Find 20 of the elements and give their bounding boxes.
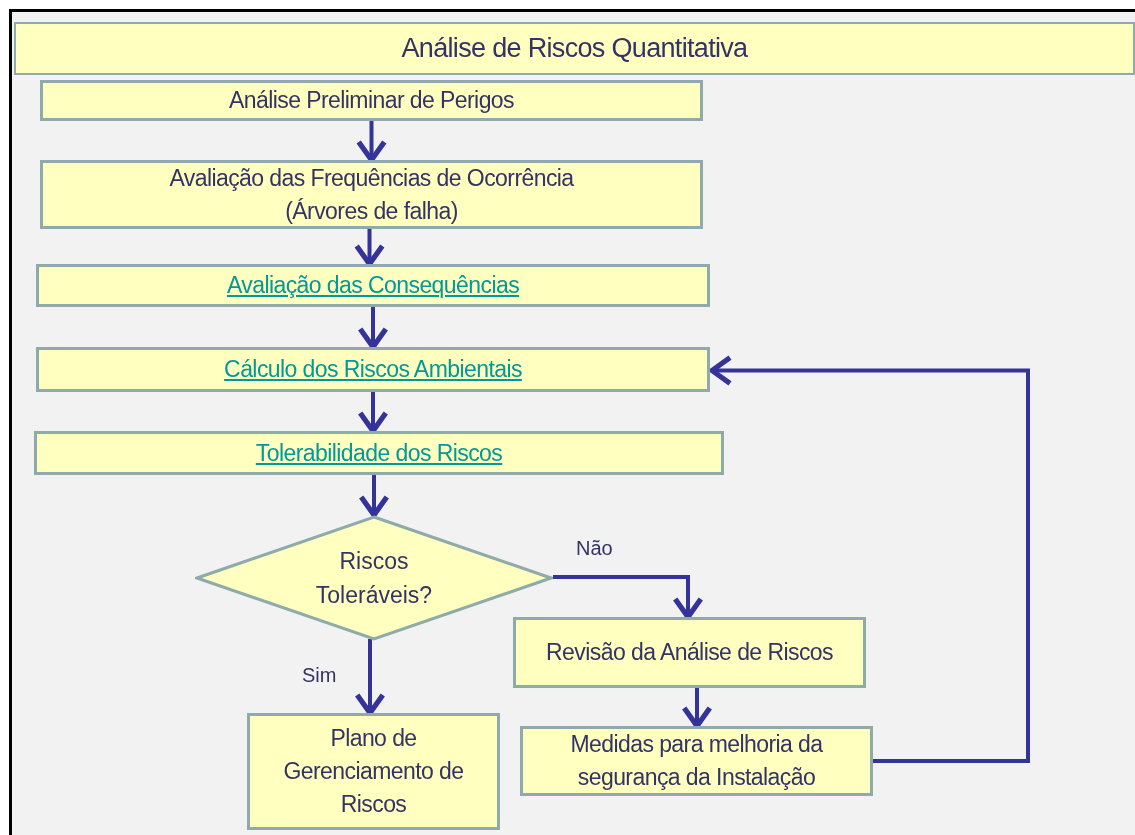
link-text: Cálculo dos Riscos Ambientais [224,355,522,384]
link-text: Tolerabilidade dos Riscos [255,438,503,468]
process-box [34,431,724,475]
process-box [36,264,710,307]
box-text: Revisão da Análise de Riscos [546,638,833,667]
box-text: Análise Preliminar de Perigos [229,86,514,115]
link-text: Avaliação das Consequências [226,271,520,300]
process-box [513,617,866,688]
process-box [247,713,500,830]
arrow [358,475,390,518]
decision-text: Riscos Toleráveis? [314,547,434,610]
box-text: Plano de Gerenciamento de Riscos [282,724,465,819]
arrow [709,355,1030,763]
process-box [40,80,703,121]
box-text: Medidas para melhoria da segurança da Instalação [569,730,824,792]
process-box [36,347,710,392]
box-text: Avaliação das Frequências de Ocorrência (Árvores de falha) [168,163,575,226]
process-box [520,726,873,796]
title: Análise de Riscos Quantitativa [401,32,748,66]
process-box [40,160,703,229]
